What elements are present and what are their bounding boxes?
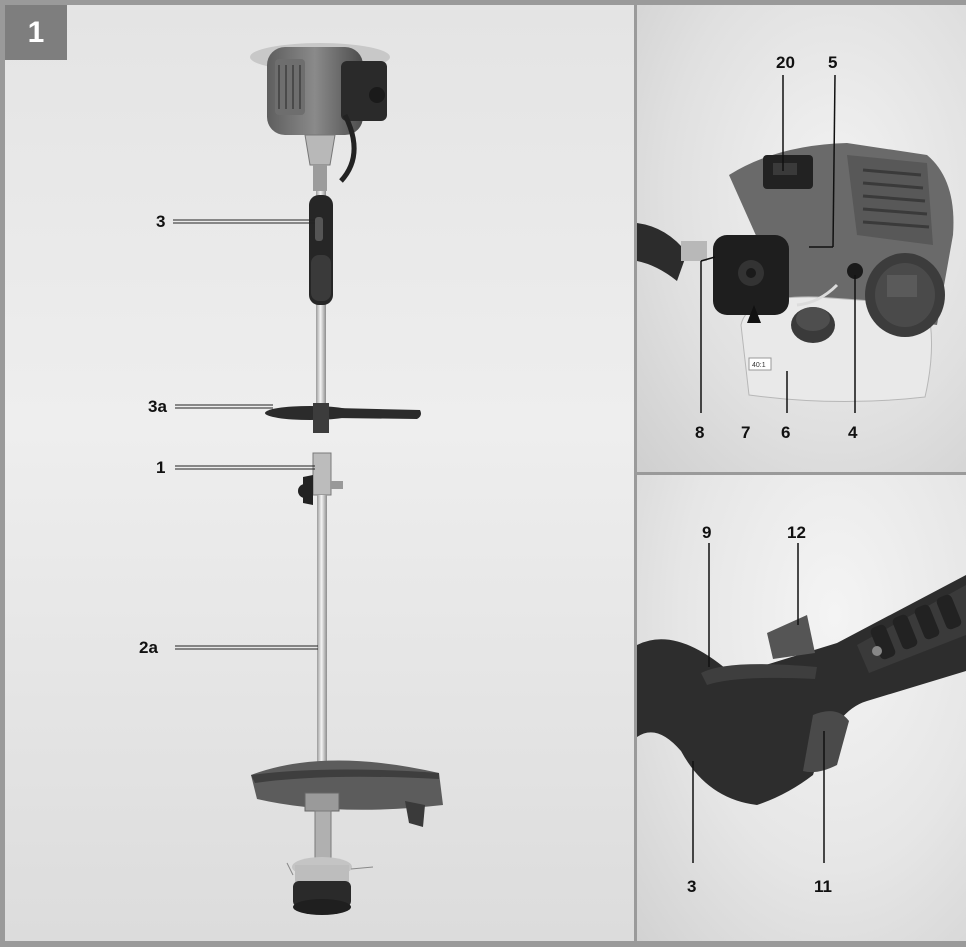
tank-marking: 40:1	[752, 362, 766, 369]
label-choke: 4	[848, 423, 858, 442]
engine-unit	[267, 47, 387, 191]
rear-handle	[309, 195, 333, 305]
trigger-lock	[767, 615, 815, 659]
label-trigger-lock: 12	[787, 523, 806, 542]
engine-callout-leaders	[700, 74, 856, 413]
panel-full-trimmer: 1	[5, 5, 634, 941]
handle-illustration	[637, 543, 966, 863]
rear-handle-closeup	[637, 575, 966, 805]
label-top-switch: 20	[776, 53, 795, 72]
label-throttle: 11	[814, 877, 832, 896]
panel-engine-detail: 40:1	[637, 5, 966, 472]
engine-illustration: 40:1	[637, 74, 954, 413]
trimmer-illustration	[173, 43, 443, 915]
cutting-guard	[251, 760, 443, 827]
shaft-grip	[637, 223, 687, 281]
callout-leaders	[173, 219, 318, 650]
label-handle: 3	[156, 212, 166, 231]
choke-lever	[847, 263, 863, 279]
label-arrow: 7	[741, 423, 751, 442]
air-filter-cover	[713, 235, 789, 315]
cutting-head	[286, 810, 374, 915]
label-coupling: 1	[156, 458, 166, 477]
recoil-starter	[865, 253, 945, 337]
label-guard: 3a	[148, 397, 167, 416]
label-shaft: 2a	[139, 638, 158, 657]
label-handle-grip: 3	[687, 877, 697, 896]
throttle-trigger	[803, 711, 849, 773]
lock-button	[701, 664, 817, 685]
label-top-right: 5	[828, 53, 838, 72]
handle-callout-leaders	[692, 543, 825, 863]
indicator-arrow	[747, 305, 761, 323]
shaft-clamp	[681, 241, 707, 261]
label-air-filter: 8	[695, 423, 705, 442]
upper-shaft	[316, 191, 326, 421]
panel-handle-detail: 9 12 3 11	[637, 475, 966, 941]
loop-handle	[265, 403, 421, 433]
figure-number-badge: 1	[5, 5, 67, 60]
label-fuel-tank: 6	[781, 423, 791, 442]
lower-shaft	[317, 495, 327, 805]
label-lock-button: 9	[702, 523, 712, 542]
